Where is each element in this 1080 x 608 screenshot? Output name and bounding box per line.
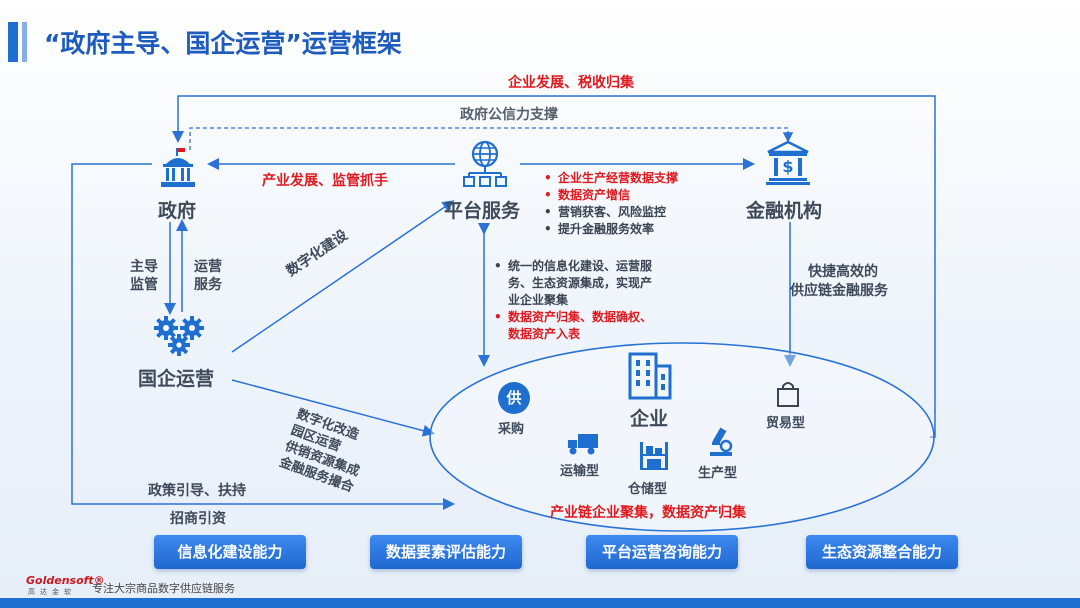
office-building-icon — [628, 352, 672, 400]
supervise-label: 监管 — [130, 277, 158, 293]
purchase-label: 采购 — [498, 422, 525, 437]
finance-bullet: 数据资产增信 — [544, 187, 678, 204]
ellipse-bottom-label: 产业链企业聚集，数据资产归集 — [550, 505, 746, 521]
platform-bullet: 统一的信息化建设、运营服 务、生态资源集成，实现产 业企业聚集 — [494, 258, 652, 309]
bank-icon: $ — [766, 140, 810, 185]
brand-logo: Goldensoft® — [26, 574, 105, 587]
capability-platform-button[interactable]: 平台运营咨询能力 — [586, 535, 738, 569]
platform-label: 平台服务 — [444, 200, 521, 222]
finance-service-line2: 供应链金融服务 — [790, 283, 888, 299]
microscope-icon — [710, 427, 733, 456]
government-building-icon — [161, 148, 195, 187]
finance-bullet: 企业生产经营数据支撑 — [544, 170, 678, 187]
lead-label: 主导 — [130, 259, 158, 275]
gears-icon — [154, 316, 204, 356]
brand-slogan: 专注大宗商品数字供应链服务 — [92, 582, 235, 595]
production-label: 生产型 — [698, 466, 738, 481]
finance-bullet-list: 企业生产经营数据支撑 数据资产增信 营销获客、风险监控 提升金融服务效率 — [544, 170, 678, 238]
storage-label: 仓储型 — [628, 482, 668, 497]
attract-label: 招商引资 — [170, 511, 226, 527]
finance-label: 金融机构 — [746, 200, 823, 222]
soe-label: 国企运营 — [138, 368, 215, 390]
title-accent-bar-light — [22, 22, 27, 62]
soe-to-platform-line — [231, 200, 455, 353]
page-title: “政府主导、国企运营”运营框架 — [44, 29, 402, 58]
capability-it-button[interactable]: 信息化建设能力 — [154, 535, 306, 569]
finance-bullet: 提升金融服务效率 — [544, 221, 678, 238]
industry-dev-label: 产业发展、监管抓手 — [262, 173, 388, 189]
svg-text:$: $ — [782, 157, 793, 176]
finance-service-line1: 快捷高效的 — [808, 264, 878, 280]
footer-bar — [0, 598, 1080, 608]
tax-label: 企业发展、税收归集 — [508, 75, 634, 91]
trade-label: 贸易型 — [766, 416, 806, 431]
supply-badge-icon: 供 — [498, 382, 530, 414]
enterprise-label: 企业 — [630, 408, 669, 430]
policy-line — [71, 163, 455, 510]
policy-label: 政策引导、扶持 — [148, 483, 246, 499]
transport-label: 运输型 — [560, 464, 600, 479]
industry-ellipse — [429, 342, 935, 532]
service-label: 服务 — [194, 277, 222, 293]
warehouse-icon — [640, 442, 668, 470]
finance-bullet: 营销获客、风险监控 — [544, 204, 678, 221]
brand-logo-subtitle: 高达金软 — [28, 588, 76, 596]
platform-bullet-list: 统一的信息化建设、运营服 务、生态资源集成，实现产 业企业聚集 数据资产归集、数… — [494, 258, 652, 343]
network-hub-icon — [463, 140, 507, 187]
platform-bullet: 数据资产归集、数据确权、 数据资产入表 — [494, 309, 652, 343]
credibility-dashed-line — [189, 127, 794, 150]
shopping-bag-icon — [777, 382, 799, 407]
credibility-label: 政府公信力支撑 — [460, 107, 558, 123]
truck-icon — [568, 434, 598, 455]
capability-ecosystem-button[interactable]: 生态资源整合能力 — [806, 535, 958, 569]
title-accent-bar — [8, 22, 18, 62]
capability-data-button[interactable]: 数据要素评估能力 — [370, 535, 522, 569]
soe-to-ellipse-line — [231, 379, 435, 437]
operate-label: 运营 — [194, 259, 222, 275]
government-label: 政府 — [158, 200, 197, 222]
